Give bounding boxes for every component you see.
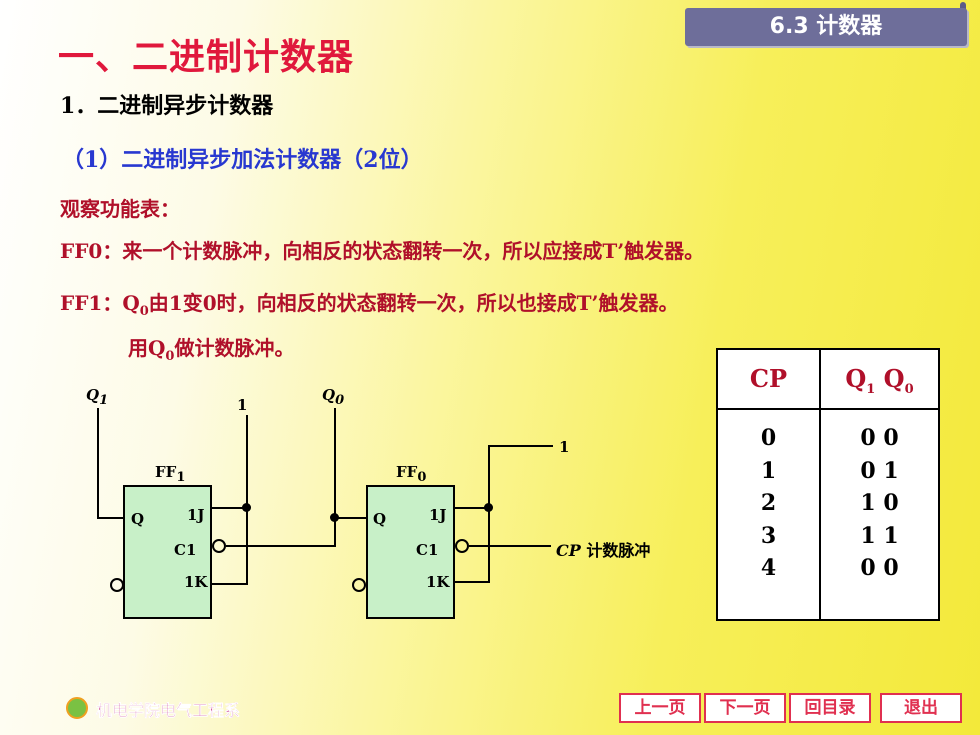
table-divider-vertical — [819, 350, 821, 619]
ff0-text: 来一个计数脉冲，向相反的状态翻转一次，所以应接成T’触发器。 — [122, 239, 705, 263]
ff1-q: Q — [122, 291, 140, 315]
wire — [246, 415, 248, 585]
ff1-q-sub: 0 — [139, 304, 149, 319]
ff0-prefix: FF0： — [60, 239, 123, 263]
use-text: 做计数脉冲。 — [174, 336, 295, 360]
table-header-cp: CP — [749, 364, 788, 393]
ff1-pin-q: Q — [131, 510, 145, 528]
table-cell: 0 1 — [860, 457, 899, 484]
ff0-pin-1j: 1J — [429, 506, 447, 524]
wire — [334, 517, 367, 519]
prev-page-button[interactable]: 上一页 — [619, 693, 701, 723]
table-cell: 3 — [760, 522, 777, 549]
one-input-right: 1 — [559, 438, 570, 456]
wire — [97, 517, 124, 519]
use-q: Q — [148, 336, 166, 360]
exit-button[interactable]: 退出 — [880, 693, 962, 723]
page-title: 一、二进制计数器 — [58, 37, 355, 78]
ff0-clock-bubble — [455, 539, 469, 553]
ff1-text: 由1变0时，向相反的状态翻转一次，所以也接成T’触发器。 — [148, 291, 679, 315]
table-header-q: Q1 Q0 — [845, 364, 914, 397]
wire — [212, 507, 247, 509]
ff0-pin-1k: 1K — [426, 573, 450, 591]
wire — [488, 445, 553, 447]
ff0-block — [366, 485, 455, 619]
ff1-qbar-bubble — [110, 578, 124, 592]
ff1-prefix: FF1： — [60, 291, 123, 315]
table-col-cp: 0 1 2 3 4 — [718, 422, 819, 585]
wire — [97, 408, 99, 518]
school-logo-icon — [66, 697, 88, 719]
ff1-clock-bubble — [212, 539, 226, 553]
observe-label: 观察功能表： — [60, 197, 180, 221]
wire — [455, 507, 489, 509]
junction-dot — [330, 513, 339, 522]
one-input-top: 1 — [237, 396, 248, 414]
ff0-pin-c1: C1 — [416, 541, 439, 559]
table-cell: 1 0 — [860, 490, 899, 516]
junction-dot — [242, 503, 251, 512]
wire — [469, 545, 551, 547]
wire — [334, 408, 336, 547]
use-line: 用Q0做计数脉冲。 — [128, 332, 294, 364]
ff1-pin-1k: 1K — [184, 573, 208, 591]
q1-output-label: Q1 — [86, 386, 109, 408]
table-cell: 0 0 — [860, 555, 899, 581]
table-cell: 2 — [760, 490, 777, 516]
wire — [488, 445, 490, 583]
wire — [226, 545, 336, 547]
wire — [212, 583, 247, 585]
table-divider-horizontal — [718, 408, 938, 410]
use-prefix: 用 — [128, 336, 148, 360]
table-cell: 1 1 — [860, 522, 899, 549]
table-cell: 0 — [760, 425, 777, 451]
cp-input-label: CP 计数脉冲 — [556, 541, 651, 560]
junction-dot — [484, 503, 493, 512]
subtitle-1: 1．二进制异步计数器 — [60, 93, 274, 119]
ff0-qbar-bubble — [352, 578, 366, 592]
q0-output-label: Q0 — [322, 386, 345, 408]
ff1-block — [123, 485, 212, 619]
ff1-pin-1j: 1J — [187, 506, 205, 524]
next-page-button[interactable]: 下一页 — [704, 693, 786, 723]
ff0-line: FF0：来一个计数脉冲，向相反的状态翻转一次，所以应接成T’触发器。 — [60, 235, 704, 264]
school-name: 机电学院电气工程系 — [96, 701, 241, 720]
wire — [455, 581, 489, 583]
section-tag: 6.3 计数器 — [685, 8, 967, 46]
ff1-label: FF1 — [155, 463, 186, 485]
table-cell: 1 — [760, 457, 777, 484]
table-cell: 0 0 — [860, 425, 899, 451]
use-q-sub: 0 — [165, 349, 175, 364]
toc-button[interactable]: 回目录 — [789, 693, 871, 723]
subtitle-2: （1）二进制异步加法计数器（2位） — [62, 147, 423, 173]
ff0-pin-q: Q — [373, 510, 387, 528]
ff0-label: FF0 — [396, 463, 427, 485]
table-cell: 4 — [760, 555, 777, 581]
ff1-pin-c1: C1 — [174, 541, 197, 559]
table-col-q: 0 0 0 1 1 0 1 1 0 0 — [821, 422, 938, 585]
function-table: CP Q1 Q0 0 1 2 3 4 0 0 0 1 1 0 1 1 0 0 — [716, 348, 940, 621]
ff1-line: FF1：Q0由1变0时，向相反的状态翻转一次，所以也接成T’触发器。 — [60, 287, 678, 319]
